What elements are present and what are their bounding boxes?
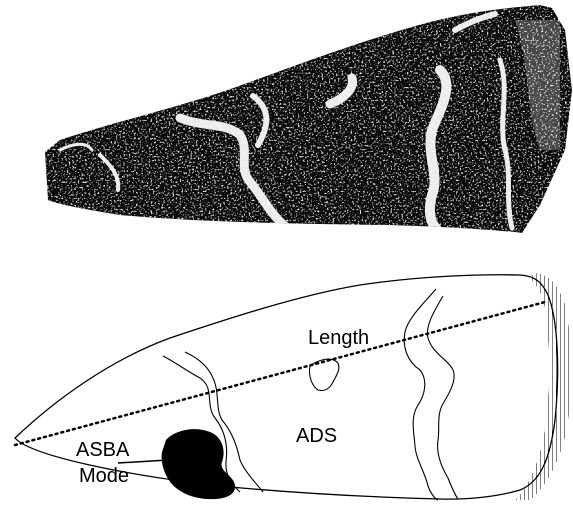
asba-label: ASBA	[76, 439, 130, 461]
wing-margin-hatching	[515, 273, 571, 500]
mode-label: Mode	[79, 465, 129, 487]
ads-label: ADS	[296, 425, 337, 447]
wing-schematic: Length ADS ASBA Mode	[15, 273, 571, 500]
wing-photograph	[40, 0, 573, 240]
length-label: Length	[308, 327, 369, 349]
asba-mode-filled-spot	[162, 429, 235, 499]
small-spot-outline	[309, 359, 338, 390]
length-axis-dotted-line	[15, 302, 545, 445]
